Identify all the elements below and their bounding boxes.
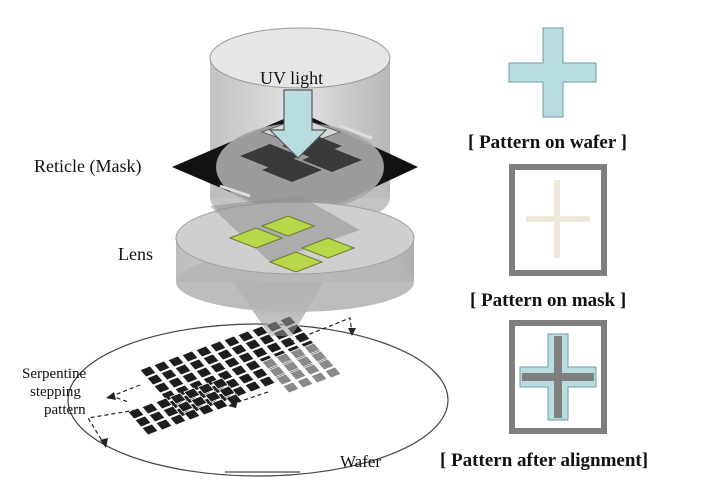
- wafer-die: [265, 341, 283, 354]
- wafer-die: [202, 353, 220, 366]
- wafer-die: [237, 372, 255, 385]
- wafer-die: [195, 345, 213, 358]
- wafer-die: [258, 333, 276, 346]
- wafer-die: [139, 365, 157, 378]
- wafer-die: [258, 375, 276, 388]
- lens-label: Lens: [118, 244, 153, 264]
- wafer-die: [153, 381, 171, 394]
- wafer-die: [190, 395, 208, 408]
- lens: [175, 196, 415, 312]
- wafer-die: [204, 390, 222, 403]
- reticle-label: Reticle (Mask): [34, 156, 142, 176]
- wafer-die: [251, 367, 269, 380]
- wafer-die: [268, 365, 286, 378]
- wafer-die: [148, 410, 166, 423]
- serpentine-label-line3: pattern: [44, 402, 86, 418]
- wafer-die: [279, 336, 297, 349]
- wafer-die: [197, 382, 215, 395]
- uv-arrow: [268, 89, 328, 159]
- wafer-die: [282, 360, 300, 373]
- wafer-die: [160, 368, 178, 381]
- wafer-die: [162, 405, 180, 418]
- wafer-die: [127, 407, 145, 420]
- wafer-label: Wafer: [340, 452, 382, 471]
- wafer-die: [317, 358, 335, 371]
- wafer-die: [134, 415, 152, 428]
- wafer-die: [216, 348, 234, 361]
- reticle-mask: [172, 112, 418, 222]
- wafer-die: [211, 377, 229, 390]
- alignment-pattern-caption: [ Pattern after alignment]: [440, 450, 649, 471]
- wafer-die: [183, 408, 201, 421]
- wafer-die: [188, 358, 206, 371]
- wafer-die: [169, 392, 187, 405]
- serpentine-label-line1: Serpentine: [22, 366, 87, 382]
- wafer-die: [167, 355, 185, 368]
- wafer-pattern-cross-icon: [508, 27, 597, 118]
- wafer-die: [197, 403, 215, 416]
- alignment-pattern-frame: [509, 320, 607, 434]
- wafer-die: [174, 363, 192, 376]
- mask-pattern-frame: [509, 164, 607, 276]
- wafer-die: [282, 381, 300, 394]
- wafer-die: [310, 350, 328, 363]
- wafer-die: [153, 360, 171, 373]
- wafer-die: [218, 385, 236, 398]
- wafer-die: [261, 357, 279, 370]
- wafer-die: [141, 423, 159, 436]
- wafer-die: [155, 397, 173, 410]
- wafer-die: [244, 338, 262, 351]
- wafer: [67, 315, 449, 477]
- wafer-die: [141, 402, 159, 415]
- wafer-die: [155, 418, 173, 431]
- wafer-die: [167, 376, 185, 389]
- wafer-die: [275, 373, 293, 386]
- mask-pattern-caption: [ Pattern on mask ]: [470, 290, 627, 311]
- serpentine-label-line2: stepping: [30, 384, 81, 400]
- wafer-die: [289, 347, 307, 360]
- wafer-die: [195, 366, 213, 379]
- uv-light-label: UV light: [260, 68, 324, 88]
- wafer-die: [237, 330, 255, 343]
- wafer-die: [310, 371, 328, 384]
- wafer-die: [251, 346, 269, 359]
- wafer-die: [303, 342, 321, 355]
- wafer-die-grid: [127, 315, 342, 436]
- wafer-die: [296, 355, 314, 368]
- wafer-die: [183, 387, 201, 400]
- wafer-die: [324, 366, 342, 379]
- wafer-pattern-caption: [ Pattern on wafer ]: [468, 132, 627, 153]
- wafer-die: [289, 368, 307, 381]
- wafer-die: [244, 359, 262, 372]
- wafer-die: [296, 376, 314, 389]
- wafer-die: [181, 371, 199, 384]
- wafer-die: [209, 340, 227, 353]
- wafer-die: [244, 380, 262, 393]
- wafer-die: [209, 361, 227, 374]
- wafer-die: [230, 364, 248, 377]
- wafer-die: [230, 343, 248, 356]
- wafer-die: [169, 413, 187, 426]
- wafer-die: [181, 350, 199, 363]
- wafer-die: [223, 356, 241, 369]
- wafer-die: [293, 331, 311, 344]
- wafer-die: [237, 351, 255, 364]
- wafer-die: [176, 400, 194, 413]
- wafer-die: [146, 373, 164, 386]
- wafer-die: [275, 352, 293, 365]
- wafer-die: [303, 363, 321, 376]
- stepping-arrowheads: [100, 328, 356, 448]
- wafer-die: [223, 335, 241, 348]
